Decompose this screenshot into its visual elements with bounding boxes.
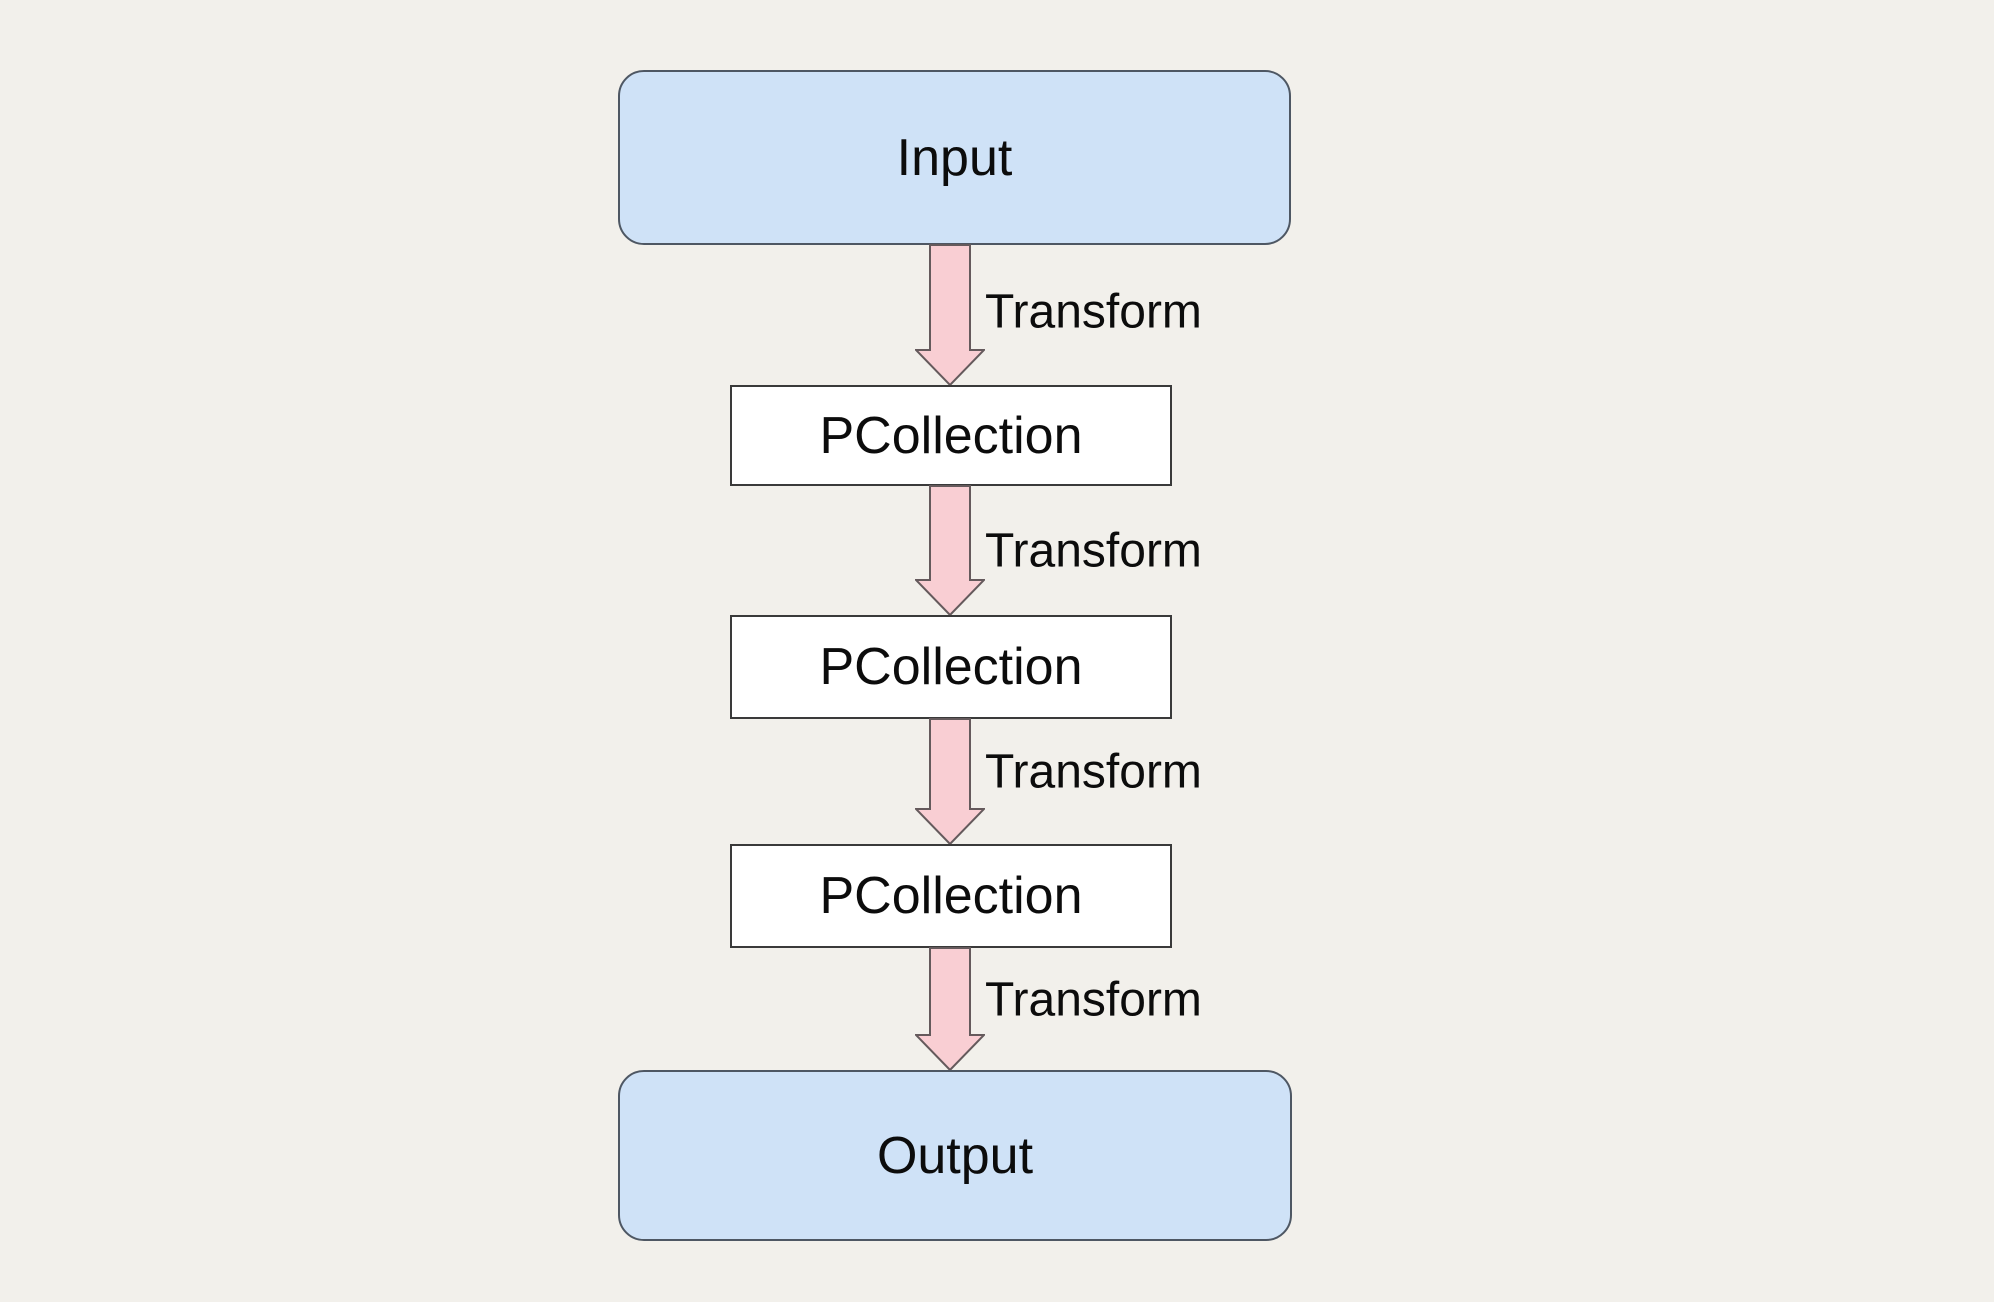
node-input: Input [618,70,1291,245]
arrow-down-icon [915,947,985,1071]
node-input-label: Input [896,128,1013,187]
node-pcollection-2-label: PCollection [819,638,1083,696]
edge-label-transform-2: Transform [985,524,1202,578]
arrow-down-icon [915,244,985,386]
arrow-down-icon [915,718,985,845]
node-output: Output [618,1070,1292,1241]
node-pcollection-1-label: PCollection [819,406,1083,465]
edge-label-transform-1: Transform [985,285,1202,339]
node-pcollection-1: PCollection [730,385,1172,486]
arrow-down-icon [915,485,985,616]
node-pcollection-3-label: PCollection [819,867,1083,925]
node-pcollection-2: PCollection [730,615,1172,719]
node-pcollection-3: PCollection [730,844,1172,948]
edge-label-transform-3: Transform [985,745,1202,799]
edge-label-transform-4: Transform [985,973,1202,1027]
node-output-label: Output [876,1126,1034,1185]
